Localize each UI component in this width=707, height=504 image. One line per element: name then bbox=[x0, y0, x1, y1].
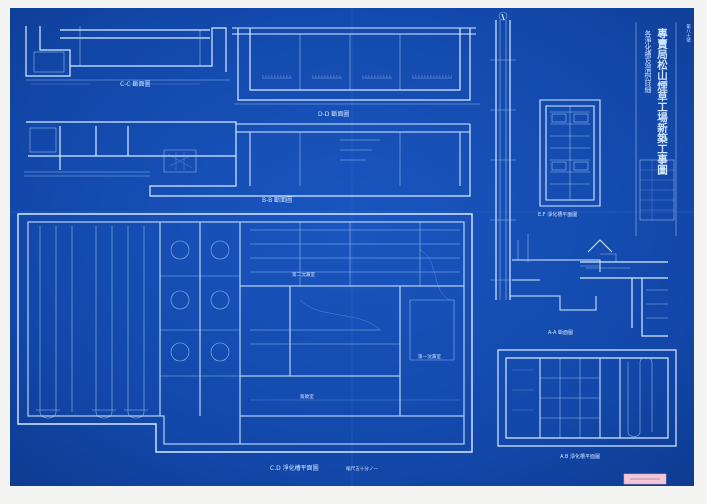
riser-section-drawing bbox=[490, 11, 601, 311]
sheet-number: 第八十號 bbox=[686, 23, 691, 44]
main-plan-scale: 縮尺五十分ノ一 bbox=[346, 465, 379, 472]
section-dd-drawing bbox=[232, 27, 480, 105]
section-cc-label: C-C 斷面圖 bbox=[120, 80, 150, 88]
plan-ab-drawing bbox=[497, 349, 677, 447]
plan-ef-label: E.F 淨化槽平面圖 bbox=[538, 211, 577, 218]
section-aa-drawing bbox=[580, 239, 668, 337]
room-label-b: 第一沈澱室 bbox=[418, 353, 441, 360]
section-aa-label: A-A 斷面圖 bbox=[548, 329, 573, 336]
drawing-subtitle: 各淨化槽及溜桝詳細 bbox=[644, 29, 652, 94]
plan-ef-drawing bbox=[539, 99, 601, 207]
room-label-a: 第二沈澱室 bbox=[292, 271, 315, 278]
main-plan-drawing bbox=[17, 213, 473, 453]
title-block bbox=[635, 22, 677, 236]
drawing-title: 專賣局松山煙草工場新築工事圖 bbox=[656, 27, 668, 176]
room-label-c: 腐敗室 bbox=[300, 393, 314, 400]
section-cc-drawing bbox=[25, 26, 230, 85]
plan-ab-label: A.B 淨化槽平面圖 bbox=[560, 453, 600, 460]
main-plan-label: C.D 淨化槽平面圖 bbox=[270, 464, 319, 472]
section-dd-label: D-D 斷面圖 bbox=[318, 110, 349, 118]
section-bb-drawing bbox=[24, 121, 471, 197]
section-bb-label: B-B 斷面圖 bbox=[262, 196, 292, 204]
